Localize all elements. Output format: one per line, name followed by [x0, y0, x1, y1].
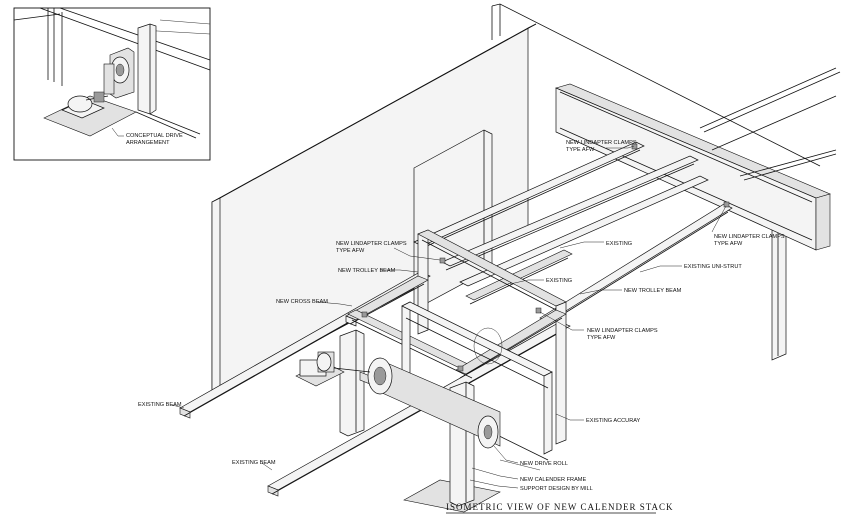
label-clamps-mid-1: NEW LINDAPTER CLAMPS: [587, 328, 658, 334]
label-existing-beam-2: EXISTING BEAM: [232, 460, 276, 466]
label-trolley-right: NEW TROLLEY BEAM: [624, 288, 682, 294]
inset-label-line-1: CONCEPTUAL DRIVE: [126, 133, 183, 139]
label-clamps-mid-2: TYPE AFW: [587, 335, 616, 341]
walls: [211, 3, 821, 397]
label-existing-unistrut: EXISTING UNI-STRUT: [684, 264, 742, 270]
label-clamps-left-2: TYPE AFW: [336, 248, 365, 254]
label-trolley-left: NEW TROLLEY BEAM: [338, 268, 396, 274]
inset-drawing: CONCEPTUAL DRIVE ARRANGEMENT: [13, 7, 211, 161]
drawing-title: ISOMETRIC VIEW OF NEW CALENDER STACK: [446, 502, 674, 512]
inset-label-line-2: ARRANGEMENT: [126, 140, 170, 146]
trolley-rails: [413, 141, 733, 327]
label-clamps-top-1: NEW LINDAPTER CLAMPS: [566, 140, 637, 146]
label-clamps-right-2: TYPE AFW: [714, 241, 743, 247]
label-support: SUPPORT DESIGN BY MILL: [520, 486, 593, 492]
label-calender-frame: NEW CALENDER FRAME: [520, 477, 586, 483]
label-drive-roll: NEW DRIVE ROLL: [520, 461, 568, 467]
leader-lines: [171, 145, 727, 489]
label-existing-1: EXISTING: [606, 241, 632, 247]
clamp-markers: [361, 143, 730, 372]
label-existing-accuray: EXISTING ACCURAY: [586, 418, 641, 424]
label-cross-beam: NEW CROSS BEAM: [276, 299, 328, 305]
label-existing-beam-1: EXISTING BEAM: [138, 402, 182, 408]
back-portal-beam: [555, 67, 841, 251]
label-clamps-top-2: TYPE AFW: [566, 147, 595, 153]
label-existing-2: EXISTING: [546, 278, 572, 284]
calender-rolls: [295, 301, 553, 461]
label-clamps-right-1: NEW LINDAPTER CLAMPS: [714, 234, 785, 240]
labels: NEW LINDAPTER CLAMPS TYPE AFW NEW LINDAP…: [138, 140, 785, 514]
label-clamps-left-1: NEW LINDAPTER CLAMPS: [336, 241, 407, 247]
